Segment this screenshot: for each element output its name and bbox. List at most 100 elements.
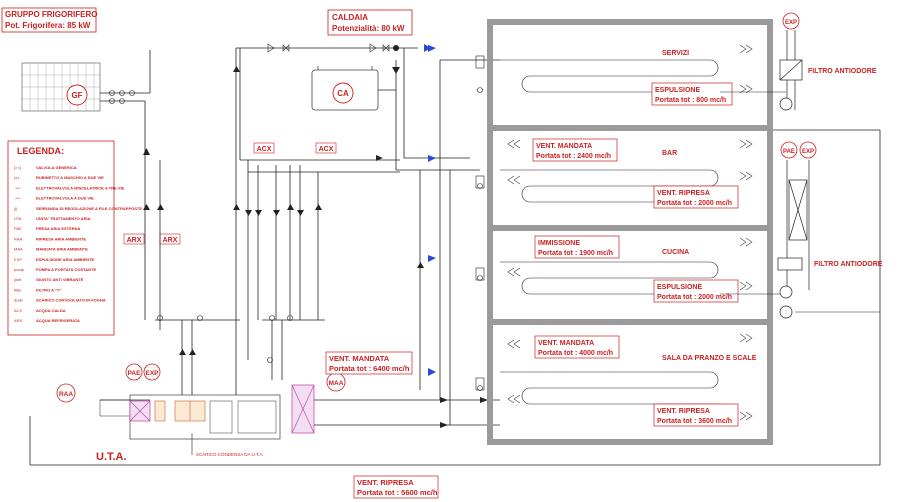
room-bar: BAR VENT. MANDATA Portata tot : 2400 mc/… <box>428 138 739 209</box>
svg-text:ARX: ARX <box>127 237 142 244</box>
uta-exp-badge: EXP <box>145 370 159 377</box>
main-return-label: VENT. RIPRESA Portata tot : 5600 mc/h <box>353 475 439 499</box>
legend-symbol: pump <box>14 267 25 272</box>
legend-item: PAE PRESA ARIA ESTERNA <box>14 226 81 231</box>
room-sala: SALA DA PRANZO E SCALE VENT. MANDATA Por… <box>428 335 757 427</box>
legend-item: ARX ACQUA REFRIGERATA <box>14 318 80 323</box>
legend-symbol: UTA <box>14 216 22 221</box>
svg-text:Portata tot : 6400 mc/h: Portata tot : 6400 mc/h <box>329 364 410 373</box>
legend-item: (x)RUBINETTO A MASCHIO A DUE VIE <box>14 175 104 180</box>
room-servizi-name: SERVIZI <box>662 50 689 57</box>
uta-unit: U.T.A. SCARICO CONDENSA DA U.T.A. <box>96 384 315 463</box>
uta-pae-badge: PAE <box>128 370 142 377</box>
ca-label: CA <box>337 89 349 98</box>
riser-dampers <box>475 55 485 391</box>
legend-symbol: ACX <box>14 308 23 313</box>
exhaust-ducts <box>720 91 880 313</box>
legend-item: -><-ELETTROVALVOLA MISCELATRICE A TRE VI… <box>14 185 125 190</box>
legend-symbol: EXP <box>14 257 22 262</box>
legend-symbol: MAA <box>14 247 23 252</box>
legend-item: joint GIUNTO ANTI VIBRANTE <box>13 277 84 282</box>
pipe-valves <box>157 46 399 363</box>
legend-label: ELETTROVALVOLA A DUE VIE <box>36 196 94 201</box>
chiller-header: GRUPPO FRIGORIFERO Pot. Frigorifera: 85 … <box>1 7 97 33</box>
legend-item: EXP ESPULSIONE ARIA AMBIENTE <box>14 257 95 262</box>
legend-label: POMPA A PORTATA COSTANTE <box>36 267 96 272</box>
legend-symbol: -><- <box>14 196 22 201</box>
boiler-unit: CA <box>311 66 379 111</box>
room-servizi-label: ESPULSIONE <box>655 87 700 94</box>
legend-symbol: ||| <box>14 206 17 211</box>
pipe-label-arx-2: ARX <box>159 233 181 245</box>
legend-label: RIPRESA ARIA AMBIENTE <box>36 236 86 241</box>
legend-item: pump POMPA A PORTATA COSTANTE <box>14 267 96 272</box>
room-bar-supply-flow: Portata tot : 2400 mc/h <box>536 153 611 160</box>
legend-label: ELETTROVALVOLA MISCELATRICE A TRE VIE <box>36 185 125 190</box>
boiler-pipes <box>235 47 480 400</box>
legend-item: ||| SERRANDA DI REGOLAZIONE A FILE CONTRA… <box>14 206 142 211</box>
room-sala-supply-flow: Portata tot : 4000 mc/h <box>538 350 613 357</box>
room-servizi: SERVIZI ESPULSIONE Portata tot : 800 mc/… <box>428 45 733 106</box>
room-servizi-flow: Portata tot : 800 mc/h <box>655 97 726 104</box>
room-cucina-exhaust-flow: Portata tot : 2000 mc/h <box>657 294 732 301</box>
legend-label: GIUNTO ANTI VIBRANTE <box>36 277 84 282</box>
legend-symbol: filter <box>14 287 22 292</box>
svg-text:ACX: ACX <box>257 146 272 153</box>
legend-item: ACX ACQUA CALDA <box>14 308 66 313</box>
legend-label: ACQUA REFRIGERATA <box>36 318 80 323</box>
gf-label: GF <box>71 91 82 100</box>
room-cucina-supply-label: IMMISSIONE <box>538 240 580 247</box>
pipe-arrows <box>143 66 424 355</box>
filter-mid-label: FILTRO ANTIODORE <box>814 261 883 268</box>
room-bar-return-flow: Portata tot : 2000 mc/h <box>657 200 732 207</box>
room-sala-supply-label: VENT. MANDATA <box>538 340 594 347</box>
legend-symbol: [><] <box>14 165 21 170</box>
chiller-unit: GF <box>21 62 101 112</box>
legend-symbol: (x) <box>14 175 19 180</box>
legend-title: LEGENDA: <box>17 146 64 156</box>
filter-mid: PAE EXP FILTRO ANTIODORE <box>777 141 883 319</box>
legend-item: -><- ELETTROVALVOLA A DUE VIE <box>14 196 94 201</box>
svg-text:VENT. MANDATA: VENT. MANDATA <box>329 354 390 363</box>
pipe-label-arx-1: ARX <box>123 233 145 245</box>
legend-label: PRESA ARIA ESTERNA <box>36 226 81 231</box>
distribution-pipes <box>155 159 421 400</box>
legend-symbol: joint <box>13 277 22 282</box>
room-sala-return-flow: Portata tot : 3600 mc/h <box>657 418 732 425</box>
chiller-title: GRUPPO FRIGORIFERO <box>5 10 97 19</box>
legend-label: FILTRO A "Y" <box>36 287 62 292</box>
drain-note: SCARICO CONDENSA DA U.T.A. <box>196 452 264 457</box>
room-bar-name: BAR <box>662 150 677 157</box>
legend-item: [><] VALVOLA GENERICA <box>14 165 77 170</box>
room-bar-return-label: VENT. RIPRESA <box>657 190 710 197</box>
legend-label: UNITA' TRATTAMENTO ARIA <box>36 216 91 221</box>
legend-item: filter FILTRO A "Y" <box>14 287 62 292</box>
room-grilles <box>507 44 753 421</box>
legend-label: VALVOLA GENERICA <box>36 165 77 170</box>
room-sala-name: SALA DA PRANZO E SCALE <box>662 355 757 362</box>
mid-pae-badge: PAE <box>783 149 795 155</box>
svg-text:VENT. RIPRESA: VENT. RIPRESA <box>357 478 414 487</box>
legend-item: UTA UNITA' TRATTAMENTO ARIA <box>14 216 91 221</box>
pipe-label-acx-1: ACX <box>253 142 275 154</box>
building <box>487 19 773 445</box>
legend-symbol: drain <box>14 298 23 303</box>
legend-label: ESPULSIONE ARIA AMBIENTE <box>36 257 95 262</box>
maa-badge: MAA <box>329 380 344 387</box>
legend-symbol: ARX <box>14 318 23 323</box>
legend-symbol: PAE <box>14 226 22 231</box>
svg-text:ARX: ARX <box>163 237 178 244</box>
boiler-capacity: Potenzialità: 80 kW <box>332 24 405 33</box>
top-exp-badge: EXP <box>785 20 797 26</box>
main-ducts <box>29 59 881 466</box>
legend-label: SERRANDA DI REGOLAZIONE A FILE CONTRAPPO… <box>36 206 142 211</box>
svg-text:Portata tot : 5600 mc/h: Portata tot : 5600 mc/h <box>357 488 438 497</box>
room-cucina: CUCINA IMMISSIONE Portata tot : 1900 mc/… <box>428 235 739 303</box>
legend-label: ACQUA CALDA <box>36 308 66 313</box>
room-cucina-supply-flow: Portata tot : 1900 mc/h <box>538 250 613 257</box>
uta-badges: PAE EXP RAA MAA <box>56 363 346 403</box>
filter-top-label: FILTRO ANTIODORE <box>808 68 877 75</box>
chiller-pipes <box>100 50 151 320</box>
